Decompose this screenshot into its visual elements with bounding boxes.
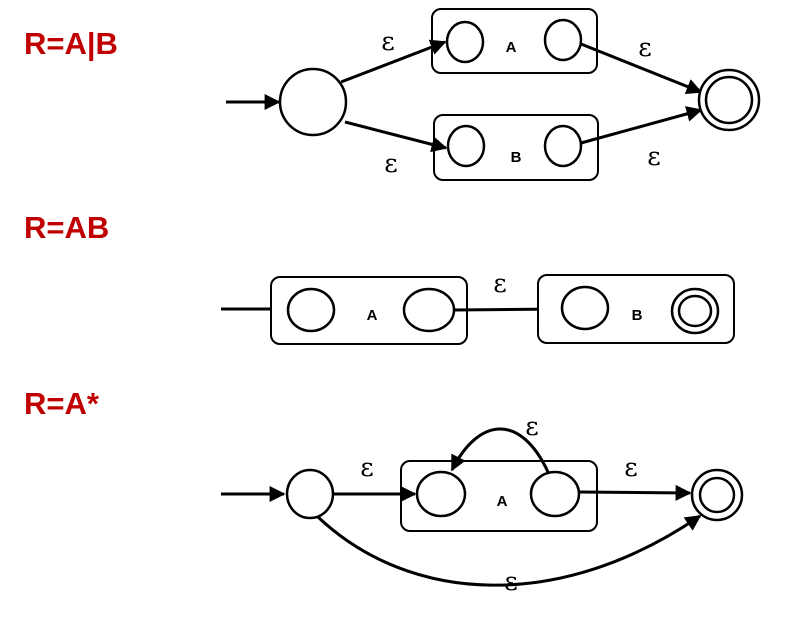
- star-a-start-state: [415, 470, 467, 518]
- concat-a-label: A: [367, 307, 378, 324]
- kleene-star-diagram: A ε ε ε ε: [221, 412, 744, 597]
- star-epsilon-a-to-final: ε: [624, 453, 637, 483]
- concat-b-start-state: [560, 285, 610, 331]
- star-edge-a-to-final: [578, 484, 692, 501]
- concat-a-end-state: [402, 287, 456, 333]
- heading-concatenation: R=AB: [24, 210, 110, 245]
- star-final-state-inner: [698, 476, 736, 514]
- star-loop-back-edge: [450, 427, 550, 473]
- concat-final-state-inner: [677, 294, 713, 328]
- star-epsilon-skip: ε: [504, 567, 517, 597]
- heading-kleene-star: R=A*: [24, 386, 99, 421]
- heading-union: R=A|B: [24, 26, 118, 61]
- union-a-end-state: [543, 18, 583, 62]
- concatenation-diagram: A ε B: [221, 269, 735, 345]
- union-edge-b-to-final: [580, 106, 703, 145]
- star-start-state: [285, 468, 335, 520]
- union-edge-a-to-final: [580, 42, 703, 95]
- star-a-label: A: [497, 493, 508, 510]
- union-start-state: [278, 67, 348, 137]
- union-edge-to-a: [340, 39, 447, 84]
- union-final-state-inner: [704, 75, 754, 125]
- star-a-end-state: [529, 470, 581, 518]
- union-a-label: A: [506, 39, 517, 56]
- union-edge-to-b: [344, 120, 448, 153]
- concat-epsilon-a-to-b: ε: [493, 269, 506, 299]
- concat-a-start-state: [286, 287, 336, 333]
- union-a-start-state: [445, 20, 485, 64]
- union-b-label: B: [511, 149, 522, 166]
- union-diagram: A B ε ε ε ε: [226, 8, 761, 181]
- star-epsilon-to-a: ε: [360, 453, 373, 483]
- concat-b-label: B: [632, 307, 643, 324]
- union-b-start-state: [446, 124, 486, 168]
- union-b-end-state: [543, 124, 583, 168]
- star-epsilon-loop: ε: [525, 412, 538, 442]
- union-epsilon-b-to-final: ε: [647, 142, 660, 172]
- union-epsilon-a-to-final: ε: [638, 33, 651, 63]
- union-epsilon-to-a: ε: [381, 27, 394, 57]
- star-skip-edge: [316, 514, 702, 587]
- union-epsilon-to-b: ε: [384, 149, 397, 179]
